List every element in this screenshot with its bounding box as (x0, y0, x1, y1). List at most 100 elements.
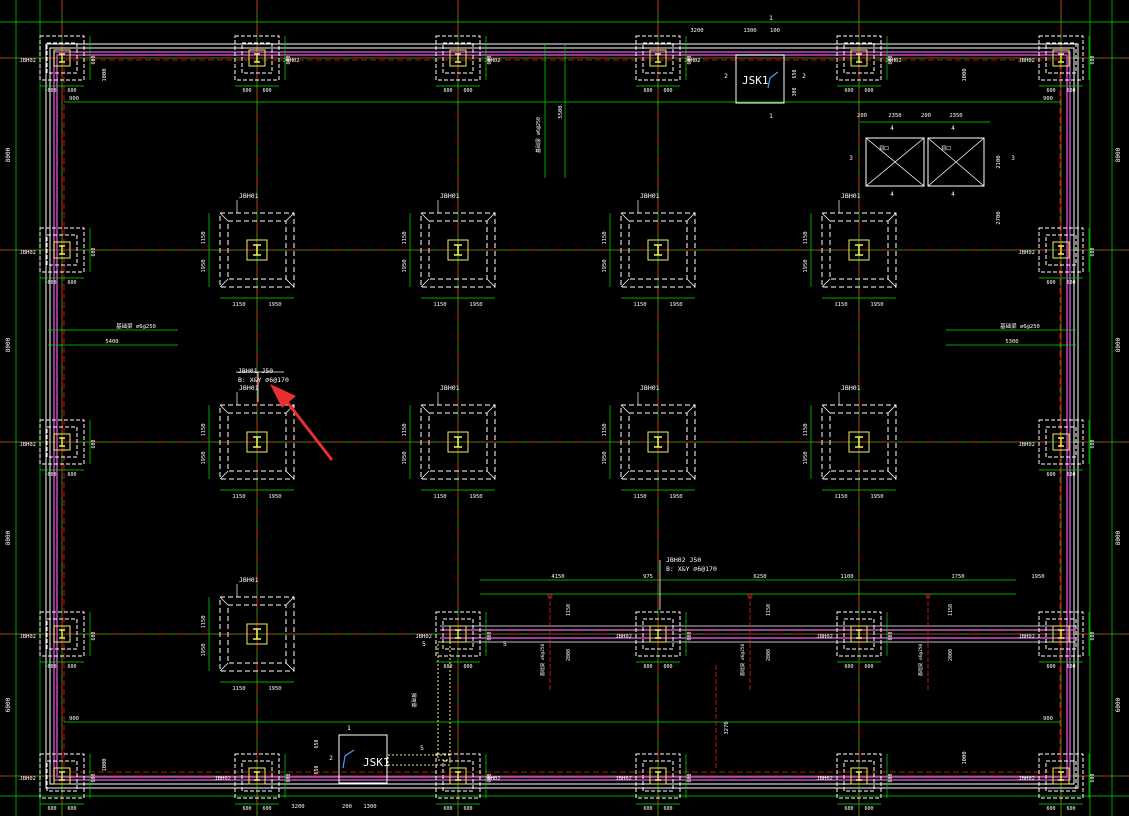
row4-dim-text: 975 (643, 574, 653, 580)
dim-text-v: 600 (487, 55, 493, 64)
footing-outer (435, 611, 481, 657)
footing-outer (39, 419, 85, 465)
dim-text: 600 (463, 88, 472, 94)
column-outline (248, 767, 266, 785)
footing-label: JBH02 (1018, 776, 1035, 782)
dim-text: 600 (864, 806, 873, 812)
dim-text-h-right: 1950 (469, 494, 482, 500)
footing-corner (620, 404, 630, 414)
footing-label: JBH02 (19, 58, 36, 64)
bottom-dim-text: 1300 (363, 804, 376, 810)
opening-num: 3 (1011, 155, 1015, 162)
column-glyph (856, 53, 862, 63)
edge-dim-right: 8000 (1115, 147, 1122, 162)
dim-text-v: 600 (1090, 439, 1096, 448)
column-outline (1052, 767, 1070, 785)
jsk-num: 1 (769, 112, 773, 120)
dim-text-h-left: 1150 (433, 494, 446, 500)
column-glyph (654, 436, 662, 448)
column-outline (246, 623, 268, 645)
footing-corner (285, 404, 295, 414)
wall-purple (56, 54, 1068, 778)
column-outline (53, 433, 71, 451)
dim-text-v: 600 (888, 631, 894, 640)
edge-dim-left: 8000 (5, 147, 12, 162)
footing-corner (219, 212, 229, 222)
beam-dim-text: 5400 (105, 339, 118, 345)
footing-label: JBH02 (1018, 634, 1035, 640)
footing-inner (1045, 618, 1077, 650)
dim-text-v: 600 (91, 773, 97, 782)
footing-corner (486, 212, 496, 222)
row4-dim-text: 1750 (951, 574, 964, 580)
dim-text: 600 (663, 88, 672, 94)
footing-label: JBH02 (1018, 442, 1035, 448)
bottom-dim-text: 200 (342, 804, 352, 810)
footing-corner (887, 278, 897, 288)
footing-inner (46, 618, 78, 650)
dim-text-v-top: 1150 (201, 615, 207, 628)
footing-outer (1038, 611, 1084, 657)
footing-label: JBH02 (615, 776, 632, 782)
footing-outer (234, 35, 280, 81)
footing-inner (642, 760, 674, 792)
dim-text: 600 (67, 472, 76, 478)
trench-vertical (437, 641, 451, 761)
footing-label: JBH01 (239, 384, 259, 392)
footing-inner (442, 618, 474, 650)
column-outline (649, 767, 667, 785)
dim-text: 600 (47, 472, 56, 478)
column-glyph (455, 771, 461, 781)
column-outline (1052, 241, 1070, 259)
footing-inner (241, 42, 273, 74)
dim-text-h-right: 1950 (469, 302, 482, 308)
footing-label: JBH02 (1018, 58, 1035, 64)
footing-label: JBH02 (19, 442, 36, 448)
footing-inner (428, 412, 488, 472)
dim-text-v-top: 1150 (402, 423, 408, 436)
wall-outline (45, 43, 1079, 789)
footing-corner (821, 278, 831, 288)
dim-text: 600 (47, 280, 56, 286)
column-outline (447, 239, 469, 261)
beam-note-vert: 基础梁 ⌀6@250 (535, 117, 542, 153)
footing-outer (219, 404, 295, 480)
column-outline (246, 239, 268, 261)
column-outline (53, 49, 71, 67)
footing-outer (219, 596, 295, 672)
edge-dim-left: 8000 (5, 337, 12, 352)
jsk-dim: 650 (314, 739, 320, 748)
column-outline (1052, 49, 1070, 67)
footing-outer (435, 753, 481, 799)
dim-text-h-right: 1950 (669, 494, 682, 500)
dim-text: 600 (47, 664, 56, 670)
jsk-num: 1 (769, 14, 773, 22)
dim-text-h-right: 1950 (268, 686, 281, 692)
dim-text-v-bottom: 1950 (402, 259, 408, 272)
dim-text: 600 (864, 88, 873, 94)
footing-outer (821, 404, 897, 480)
dim-text-v-bottom: 1950 (602, 451, 608, 464)
column-outline (447, 431, 469, 453)
dim-text: 600 (643, 664, 652, 670)
jsk-num: 1 (347, 724, 351, 732)
callout-jbh01-level: JBH01 J50 (238, 367, 273, 375)
dim-text: 600 (47, 88, 56, 94)
dim-text: 600 (1046, 806, 1055, 812)
footing-corner (620, 212, 630, 222)
top-dim-text: 100 (770, 28, 780, 34)
footing-label: JBH02 (214, 776, 231, 782)
trench-note: 基础板 (411, 692, 418, 707)
footing-inner (628, 412, 688, 472)
dim-text: 600 (663, 664, 672, 670)
